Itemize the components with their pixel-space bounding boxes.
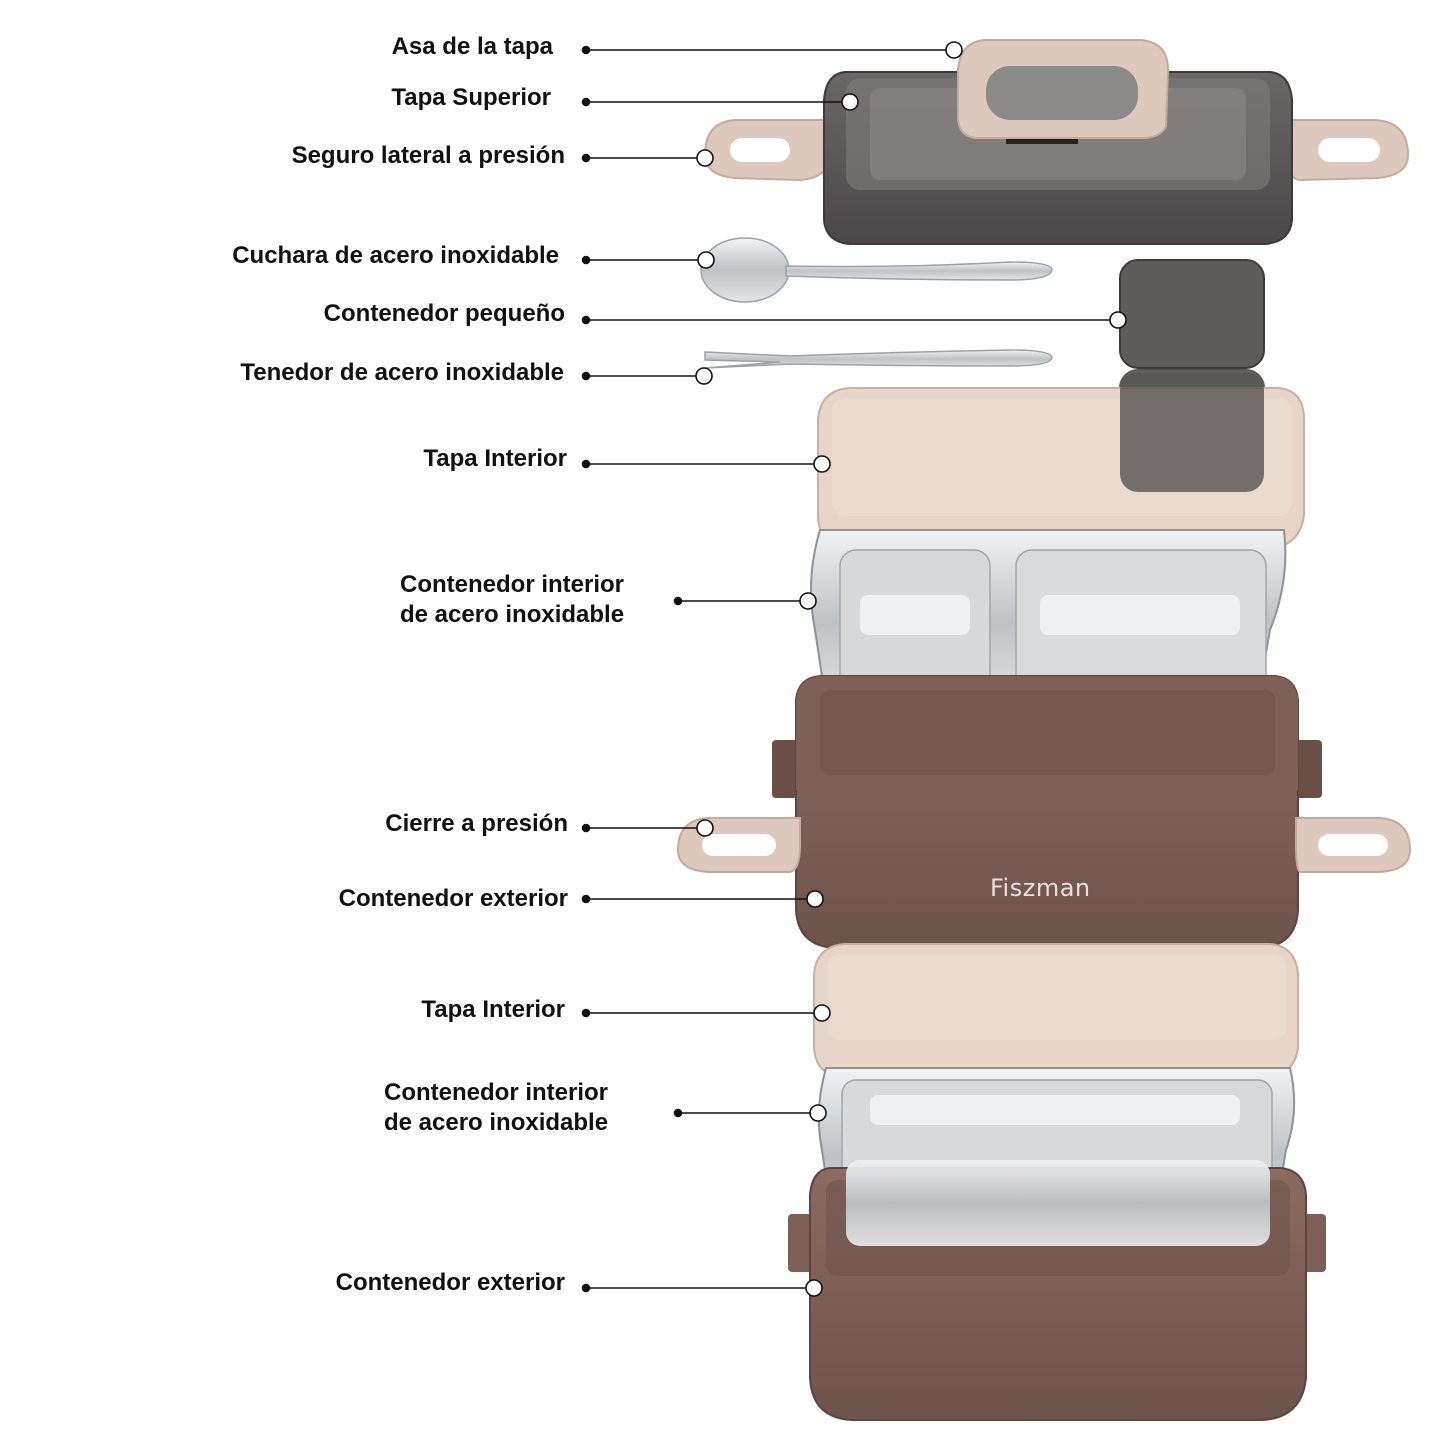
label-cierre-a-presion: Cierre a presión [385, 810, 568, 837]
outer-container-1: Fiszman [676, 675, 1412, 949]
label-asa-de-la-tapa: Asa de la tapa [391, 33, 553, 60]
leader-contenedor-exterior-2 [581, 1279, 823, 1297]
leader-contenedor-interior-1 [673, 592, 817, 610]
leader-contenedor-pequeno [581, 311, 1127, 329]
label-contenedor-exterior-2: Contenedor exterior [335, 1269, 565, 1296]
leader-cierre [581, 819, 714, 837]
inner-lid-1 [817, 372, 1305, 549]
leader-tapa-interior-1 [581, 455, 831, 473]
leader-asa [581, 41, 963, 59]
leader-tapa-interior-2 [581, 1004, 831, 1022]
label-tapa-superior: Tapa Superior [391, 84, 551, 111]
leader-contenedor-interior-2 [673, 1104, 827, 1122]
outer-container-2 [788, 1160, 1326, 1421]
label-contenedor-exterior-1: Contenedor exterior [338, 885, 568, 912]
brand-logo: Fiszman [990, 874, 1091, 902]
label-contenedor-interior-1: Contenedor interior de acero inoxidable [400, 570, 624, 630]
label-tapa-interior-1: Tapa Interior [423, 445, 567, 472]
label-contenedor-interior-1-line-2: de acero inoxidable [400, 601, 625, 628]
fork [704, 349, 1053, 369]
leader-seguro [581, 149, 714, 167]
label-tenedor: Tenedor de acero inoxidable [240, 359, 564, 386]
label-contenedor-interior-2-line-1: Contenedor interior [384, 1079, 609, 1106]
label-seguro-lateral: Seguro lateral a presión [291, 142, 565, 169]
label-contenedor-pequeno: Contenedor pequeño [323, 300, 565, 327]
top-lid [703, 39, 1410, 245]
spoon [700, 237, 1053, 303]
leader-tapa [581, 93, 859, 111]
leader-contenedor-exterior-1 [581, 890, 824, 908]
leader-lines [581, 41, 1127, 1297]
label-contenedor-interior-2: Contenedor interior de acero inoxidable [384, 1078, 608, 1138]
leader-cuchara [581, 251, 715, 269]
leader-tenedor [581, 367, 713, 385]
inner-lid-2 [813, 943, 1299, 1079]
label-tapa-interior-2: Tapa Interior [421, 996, 565, 1023]
label-cuchara: Cuchara de acero inoxidable [232, 242, 559, 269]
label-contenedor-interior-1-line-1: Contenedor interior [400, 571, 625, 598]
label-contenedor-interior-2-line-2: de acero inoxidable [384, 1109, 609, 1136]
